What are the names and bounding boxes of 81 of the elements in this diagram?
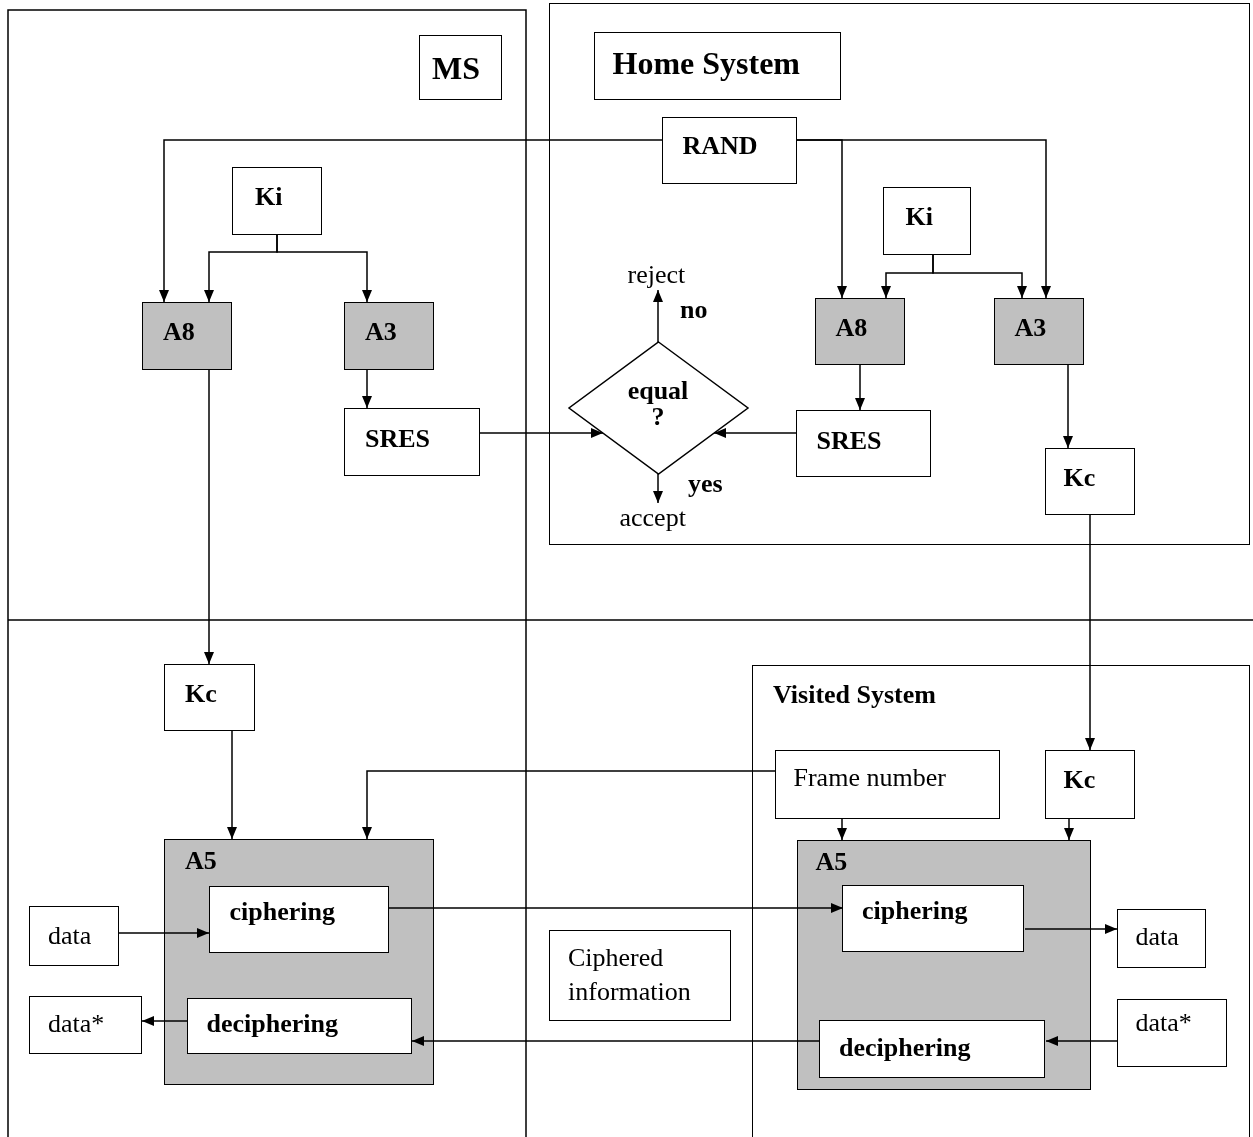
heading-label: A5 — [185, 846, 217, 876]
heading-label: Kc — [1063, 764, 1096, 795]
system-frame — [752, 665, 1250, 1137]
heading-label: equal ? — [626, 377, 690, 430]
algorithm-box — [344, 302, 434, 370]
heading-label: Kc — [1063, 462, 1096, 493]
heading-label: A8 — [835, 312, 868, 343]
arrow — [837, 818, 847, 841]
arrow — [204, 369, 214, 665]
algorithm-box — [814, 297, 905, 365]
heading-label: Visited System — [773, 680, 936, 710]
heading-label: MS — [432, 50, 480, 87]
heading-label: SRES — [365, 424, 431, 454]
data-box — [29, 996, 142, 1054]
process-box — [186, 997, 412, 1054]
arrow — [932, 254, 1027, 299]
key-box — [1044, 447, 1135, 515]
arrow — [362, 369, 372, 409]
arrow — [653, 472, 663, 504]
process-box — [795, 409, 931, 477]
heading-label: Home System — [612, 44, 800, 82]
process-box — [819, 1020, 1045, 1078]
arrow — [118, 928, 210, 938]
title-box — [419, 35, 502, 100]
arrow — [713, 428, 797, 438]
heading-label: ciphering — [229, 896, 335, 927]
heading-label: data — [48, 921, 92, 951]
process-box — [842, 885, 1024, 952]
heading-label: Ciphered information — [568, 942, 692, 1008]
arrow — [1063, 364, 1073, 449]
arrow — [1045, 1036, 1118, 1046]
heading-label: A8 — [163, 317, 195, 347]
arrow — [1085, 514, 1095, 751]
title-box — [593, 31, 841, 100]
heading-label: Ki — [255, 182, 283, 212]
algorithm-box — [993, 297, 1084, 365]
outcome-text: reject — [627, 259, 686, 290]
heading-label: data* — [48, 1009, 105, 1039]
heading-label: RAND — [682, 130, 758, 161]
key-box — [232, 167, 322, 235]
heading-label: A5 — [815, 846, 848, 877]
arrow — [855, 364, 865, 411]
arrow — [141, 1016, 188, 1026]
arrow — [276, 234, 372, 303]
heading-label: Kc — [185, 679, 217, 709]
outcome-text: accept — [619, 502, 686, 533]
heading-label: deciphering — [206, 1008, 338, 1039]
cipher-unit-box — [164, 839, 434, 1085]
data-box — [1116, 908, 1206, 968]
system-frame — [549, 3, 1250, 545]
data-box — [29, 906, 119, 966]
arrow — [1024, 924, 1118, 934]
heading-label: SRES — [816, 425, 882, 456]
heading-label: A3 — [1014, 312, 1047, 343]
process-box — [208, 885, 389, 953]
key-box — [1044, 749, 1135, 819]
process-box — [661, 116, 797, 184]
key-box — [164, 664, 255, 731]
data-box — [1116, 998, 1227, 1067]
process-box — [774, 749, 1000, 819]
heading-label: A3 — [365, 317, 397, 347]
heading-label: deciphering — [839, 1033, 971, 1063]
heading-label: data — [1135, 921, 1179, 952]
heading-label: ciphering — [862, 896, 968, 926]
heading-label: data* — [1135, 1007, 1192, 1038]
arrow — [388, 903, 844, 913]
process-box — [344, 408, 480, 476]
arrow — [362, 770, 776, 840]
algorithm-box — [142, 302, 232, 370]
arrow — [796, 139, 1051, 299]
arrow — [653, 289, 663, 344]
arrow — [159, 139, 663, 303]
heading-label: Ki — [905, 201, 933, 232]
cipher-unit-box — [796, 839, 1091, 1090]
key-box — [882, 186, 971, 255]
arrow — [227, 730, 237, 840]
arrow — [1064, 818, 1074, 841]
note-box — [549, 930, 731, 1021]
arrow — [479, 428, 604, 438]
arrow — [411, 1036, 821, 1046]
heading-label: Frame number — [793, 762, 946, 793]
